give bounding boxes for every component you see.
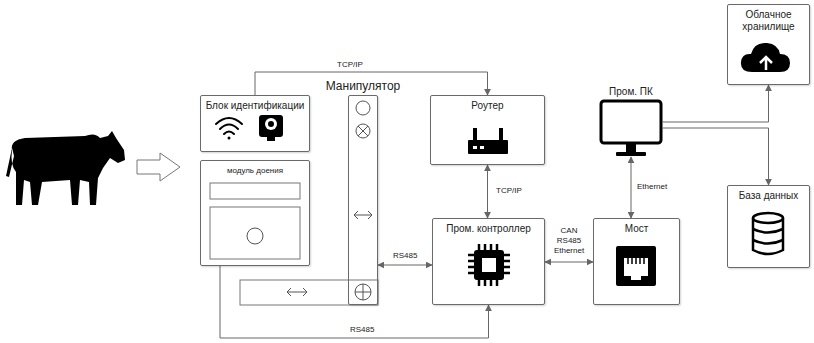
wifi-icon <box>216 118 242 140</box>
node-title: Облачное хранилище <box>728 5 809 33</box>
camera-icon <box>259 115 283 141</box>
connector <box>631 157 632 218</box>
bridge-box: Мост <box>593 218 680 305</box>
pc-monitor: Пром. ПК <box>600 100 662 157</box>
cloud-storage-box: Облачное хранилище <box>727 4 810 85</box>
connector <box>220 266 489 338</box>
module-knob <box>247 228 263 244</box>
database-box: База данных <box>727 185 810 268</box>
edge-label: RS485 <box>349 325 375 335</box>
connector <box>378 265 432 266</box>
node-title: модуль доения <box>201 161 309 176</box>
joint-plus <box>355 284 371 300</box>
connector <box>662 85 769 122</box>
flow-arrow <box>137 153 180 181</box>
node-title: Роутер <box>431 96 544 112</box>
controller-box: Пром. контроллер <box>432 218 545 305</box>
cloud-icon <box>741 43 790 72</box>
node-title: База данных <box>728 186 809 202</box>
cow-silhouette <box>6 131 125 205</box>
milking-module-box: модуль доения <box>200 160 310 266</box>
node-title: Блок идентификации <box>201 96 309 112</box>
joint-cross <box>358 126 368 136</box>
connector <box>662 128 769 185</box>
edge-label: RS485 <box>392 251 418 261</box>
connector <box>545 262 593 263</box>
router-icon <box>468 128 508 154</box>
module-panel <box>210 183 300 199</box>
edge-label: TCP/IP <box>336 60 364 70</box>
database-icon <box>753 213 783 254</box>
router-box: Роутер <box>430 95 545 165</box>
node-title: Мост <box>594 219 679 235</box>
node-title: Манипулятор <box>326 79 401 93</box>
joint-circle <box>356 101 370 115</box>
double-arrow-symbol <box>354 211 372 219</box>
edge-label: Ethernet <box>636 182 668 192</box>
connector <box>255 72 488 95</box>
monitor-icon <box>601 101 661 156</box>
ethernet-icon <box>616 246 656 286</box>
node-title: Пром. ПК <box>609 86 653 98</box>
chip-icon <box>468 244 510 286</box>
node-title: Пром. контроллер <box>433 219 544 235</box>
manipulator-arm <box>240 280 378 305</box>
identification-box: Блок идентификации <box>200 95 310 152</box>
manipulator-bar: Манипулятор <box>348 95 378 305</box>
joint-plus <box>355 284 371 300</box>
joint-cross <box>356 124 370 138</box>
edge-label: TCP/IP <box>495 186 523 196</box>
edge-label: CAN RS485 Ethernet <box>548 226 590 256</box>
module-panel <box>210 207 300 259</box>
double-arrow-symbol <box>287 288 307 296</box>
connector <box>487 165 488 218</box>
